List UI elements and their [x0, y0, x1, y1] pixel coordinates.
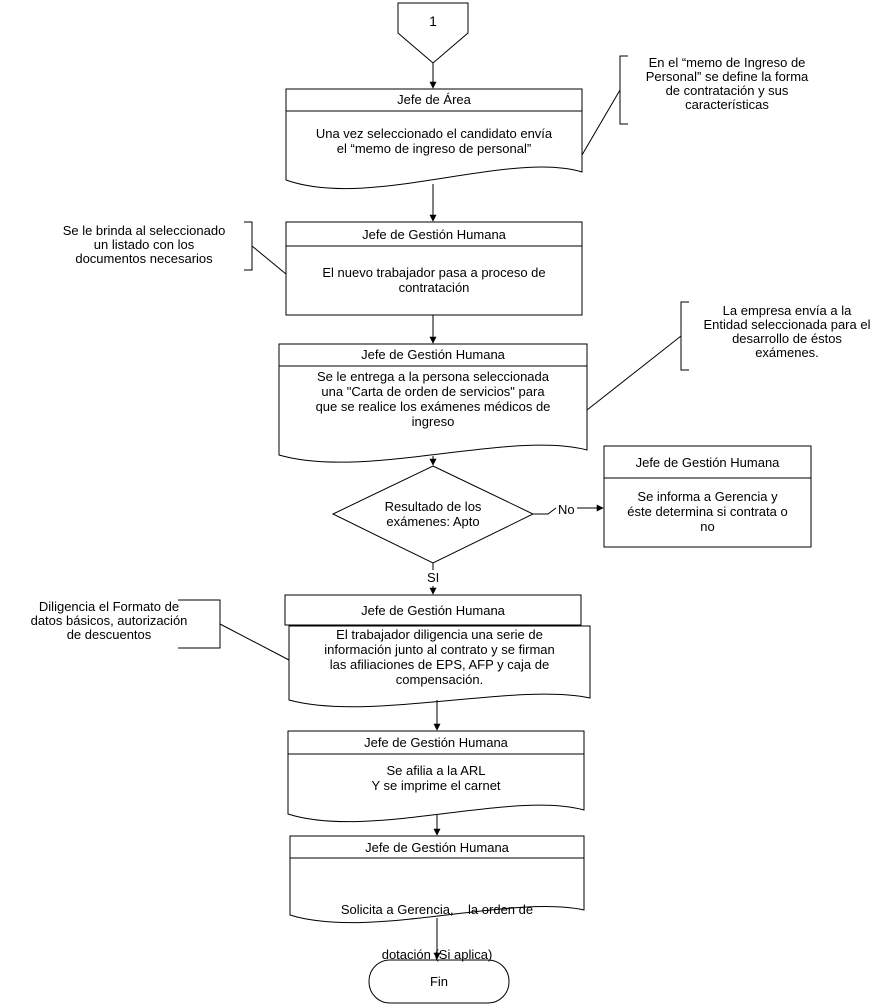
- offpage-connector-shape: [397, 2, 469, 64]
- annotation-line: exámenes.: [755, 345, 819, 360]
- side-process-shape: [603, 445, 812, 548]
- step2-process-shape: [285, 221, 583, 316]
- terminator-label: Fin: [429, 974, 449, 989]
- annotation-line: de descuentos: [66, 627, 152, 642]
- decision-text: Resultado de los exámenes: Apto: [353, 499, 513, 529]
- annotation3-leader: [586, 335, 682, 411]
- annotation-line: desarrollo de éstos: [732, 331, 842, 346]
- annotation-documentos: Se le brinda al seleccionado un listado …: [40, 224, 248, 266]
- annotation-formato: Diligencia el Formato de datos básicos, …: [4, 600, 214, 642]
- annotation-line: En el “memo de Ingreso de: [648, 55, 806, 70]
- annotation1-leader: [581, 89, 621, 156]
- step6-header: Jefe de Gestión Humana: [365, 840, 509, 855]
- step4-line: las afiliaciones de EPS, AFP y caja de: [329, 657, 550, 672]
- step1-line: el “memo de ingreso de personal”: [336, 141, 532, 156]
- step5-line: Y se imprime el carnet: [371, 778, 501, 793]
- step3-text: Se le entrega a la persona seleccionada …: [279, 369, 587, 429]
- annotation-line: Personal” se define la forma: [645, 69, 809, 84]
- step4-header-shape: [284, 594, 582, 626]
- annotation-line: Entidad seleccionada para el: [703, 317, 871, 332]
- step1-text: Una vez seleccionado el candidato envía …: [286, 126, 582, 156]
- annotation-line: características: [685, 97, 769, 112]
- annotation-line: documentos necesarios: [75, 251, 213, 266]
- step4-line: compensación.: [395, 672, 484, 687]
- side-process-line: éste determina si contrata o: [627, 504, 788, 519]
- step2-header: Jefe de Gestión Humana: [362, 227, 506, 242]
- annotation-line: Se le brinda al seleccionado: [62, 223, 226, 238]
- step3-line: que se realice los exámenes médicos de: [315, 399, 551, 414]
- step3-line: Se le entrega a la persona seleccionada: [317, 369, 549, 384]
- annotation-line: La empresa envía a la: [722, 303, 852, 318]
- step2-text: El nuevo trabajador pasa a proceso de co…: [286, 265, 582, 295]
- step6-line: Solicita a Gerencia, la orden de: [340, 902, 534, 917]
- annotation-line: datos básicos, autorización: [30, 613, 188, 628]
- step4-line: información junto al contrato y se firma…: [324, 642, 555, 657]
- decision-line: exámenes: Apto: [386, 514, 480, 529]
- step3-line: una "Carta de orden de servicios" para: [321, 384, 545, 399]
- annotation-line: Diligencia el Formato de: [38, 599, 180, 614]
- decision-yes-label: SI: [425, 570, 442, 586]
- side-process-text: Se informa a Gerencia y éste determina s…: [604, 489, 811, 534]
- step2-line: contratación: [398, 280, 470, 295]
- step6-line: dotación (Si aplica): [381, 947, 493, 962]
- step4-text: El trabajador diligencia una serie de in…: [289, 627, 590, 687]
- annotation4-leader: [219, 623, 290, 661]
- step3-header: Jefe de Gestión Humana: [361, 347, 505, 362]
- step3-document-shape: [278, 343, 588, 463]
- terminator-shape: [368, 959, 510, 1004]
- step5-line: Se afilia a la ARL: [386, 763, 486, 778]
- decision-no-label: No: [556, 502, 577, 517]
- annotation-line: un listado con los: [93, 237, 195, 252]
- annotation-memo: En el “memo de Ingreso de Personal” se d…: [620, 56, 834, 112]
- arrow-decision-to-side: [533, 504, 604, 515]
- step6-text: Solicita a Gerencia, la orden de dotació…: [290, 872, 584, 977]
- step1-line: Una vez seleccionado el candidato envía: [315, 126, 553, 141]
- step4-document-shape: [288, 625, 591, 708]
- step1-document-shape: [285, 88, 583, 190]
- side-process-line: Se informa a Gerencia y: [637, 489, 778, 504]
- step4-header: Jefe de Gestión Humana: [361, 603, 505, 618]
- step4-line: El trabajador diligencia una serie de: [336, 627, 543, 642]
- side-process-line: no: [700, 519, 715, 534]
- step2-line: El nuevo trabajador pasa a proceso de: [322, 265, 546, 280]
- step5-header: Jefe de Gestión Humana: [364, 735, 508, 750]
- decision-line: Resultado de los: [384, 499, 482, 514]
- step5-text: Se afilia a la ARL Y se imprime el carne…: [288, 763, 584, 793]
- step3-line: ingreso: [411, 414, 455, 429]
- annotation-empresa: La empresa envía a la Entidad selecciona…: [684, 304, 890, 360]
- side-process-header: Jefe de Gestión Humana: [635, 455, 780, 470]
- offpage-connector-label: 1: [429, 13, 437, 29]
- step1-header: Jefe de Área: [397, 92, 471, 107]
- annotation-line: de contratación y sus: [665, 83, 789, 98]
- annotation2-leader: [251, 245, 287, 275]
